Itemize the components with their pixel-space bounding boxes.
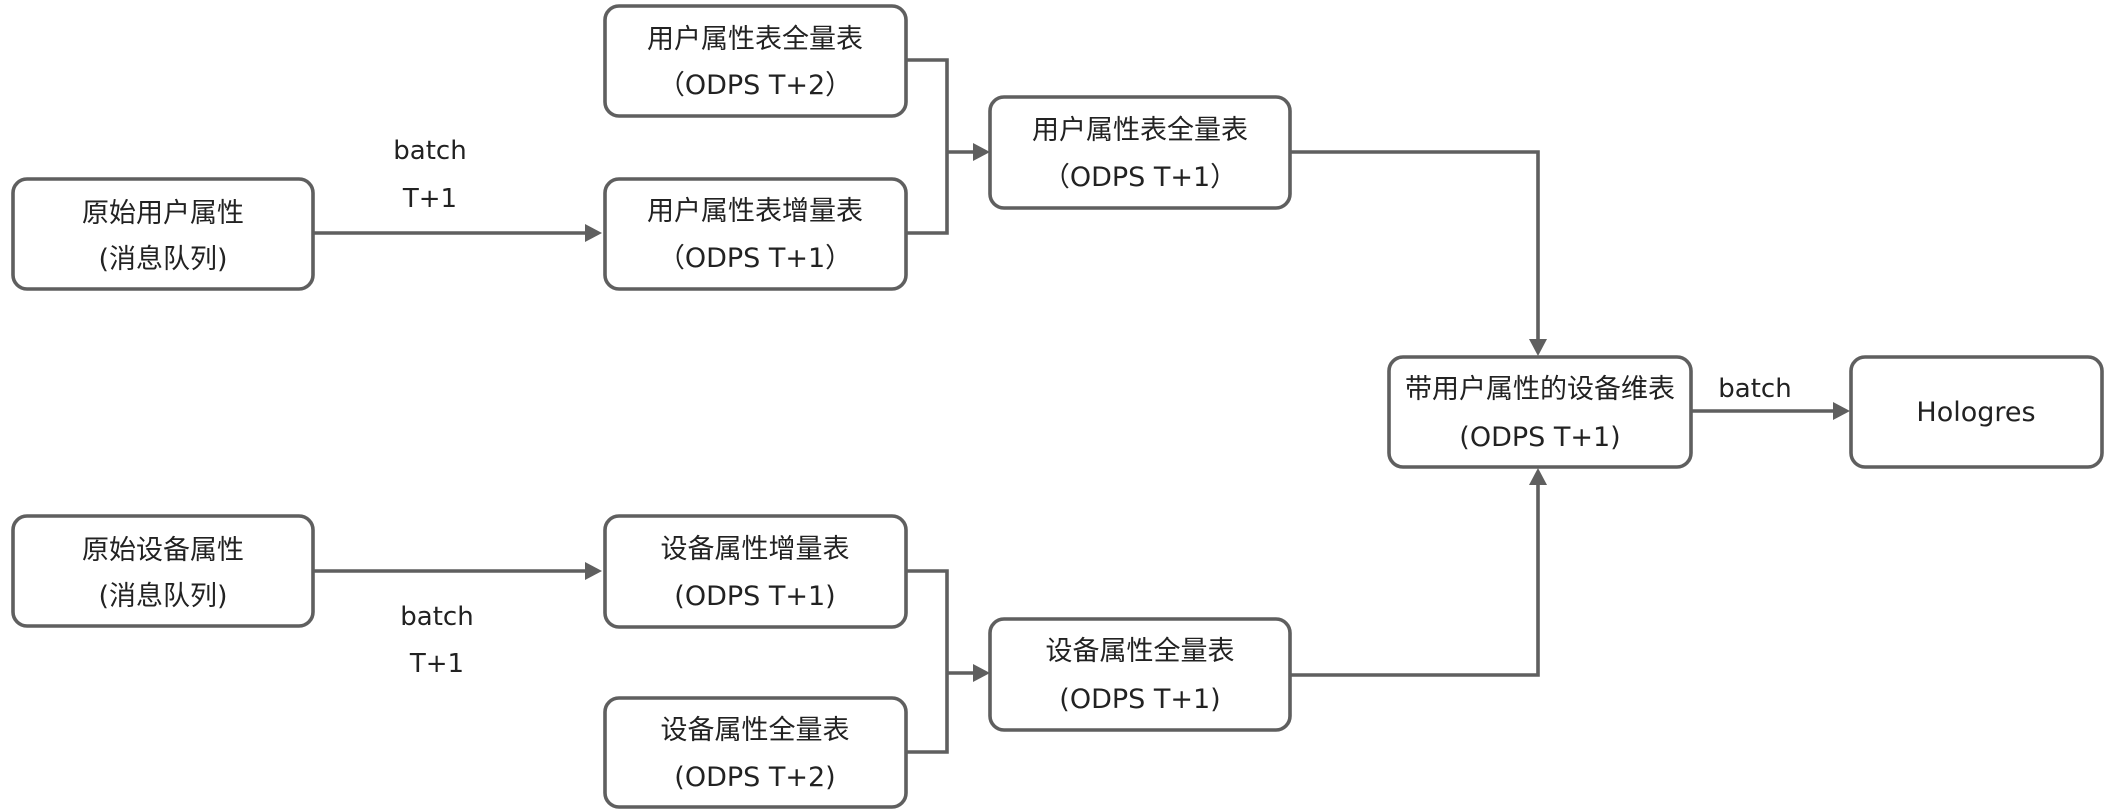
node-subtitle: （ODPS T+1）: [658, 243, 852, 274]
node-title: 用户属性表增量表: [647, 196, 863, 227]
arrowhead: [1833, 402, 1850, 420]
node-subtitle: (消息队列): [98, 581, 227, 612]
node-subtitle: （ODPS T+1）: [1043, 162, 1237, 193]
node-device-dim-table[interactable]: 带用户属性的设备维表 (ODPS T+1): [1387, 355, 1693, 469]
node-user-attr-full-t2[interactable]: 用户属性表全量表 （ODPS T+2）: [603, 4, 908, 118]
node-title: 设备属性全量表: [661, 715, 850, 746]
node-raw-device-attr[interactable]: 原始设备属性 (消息队列): [11, 514, 315, 628]
arrowhead: [973, 143, 990, 161]
node-device-attr-full-t1[interactable]: 设备属性全量表 (ODPS T+1): [988, 617, 1292, 732]
node-title: 用户属性表全量表: [647, 24, 863, 55]
node-user-attr-full-t1[interactable]: 用户属性表全量表 （ODPS T+1）: [988, 95, 1292, 210]
edge-labels: batch T+1 batch T+1 batch: [393, 136, 1791, 679]
hologres-batch-label: batch: [1718, 374, 1791, 404]
node-subtitle: (消息队列): [98, 244, 227, 275]
arrowhead: [585, 224, 602, 242]
node-hologres[interactable]: Hologres: [1849, 355, 2104, 469]
edge-device-merge-bracket: [906, 569, 949, 754]
node-title: 用户属性表全量表: [1032, 115, 1248, 146]
node-device-attr-full-t2[interactable]: 设备属性全量表 (ODPS T+2): [603, 696, 908, 809]
arrowhead: [973, 664, 990, 682]
node-title: 原始用户属性: [82, 198, 244, 229]
node-title: 带用户属性的设备维表: [1405, 374, 1675, 405]
node-raw-user-attr[interactable]: 原始用户属性 (消息队列): [11, 177, 315, 291]
user-batch-schedule-label: T+1: [402, 184, 457, 214]
node-subtitle: (ODPS T+1): [1459, 422, 1620, 453]
node-title: 设备属性增量表: [661, 534, 850, 565]
arrowhead: [585, 562, 602, 580]
node-subtitle: (ODPS T+1): [674, 581, 835, 612]
arrowhead: [1529, 339, 1547, 356]
arrowhead: [1529, 468, 1547, 485]
connectors: [313, 58, 1850, 754]
node-device-attr-incr[interactable]: 设备属性增量表 (ODPS T+1): [603, 514, 908, 629]
device-batch-label: batch: [400, 602, 473, 632]
device-batch-schedule-label: T+1: [409, 649, 464, 679]
node-title: 设备属性全量表: [1046, 636, 1235, 667]
edge-device-full-to-dim: [1290, 480, 1540, 677]
node-subtitle: (ODPS T+2): [674, 762, 835, 793]
node-title: 原始设备属性: [82, 535, 244, 566]
edge-user-merge-bracket: [906, 58, 949, 235]
node-title: Hologres: [1916, 397, 2035, 428]
node-subtitle: (ODPS T+1): [1059, 684, 1220, 715]
edge-user-full-to-dim: [1290, 150, 1540, 344]
user-batch-label: batch: [393, 136, 466, 166]
node-user-attr-incr[interactable]: 用户属性表增量表 （ODPS T+1）: [603, 177, 908, 291]
node-subtitle: （ODPS T+2）: [658, 70, 852, 101]
